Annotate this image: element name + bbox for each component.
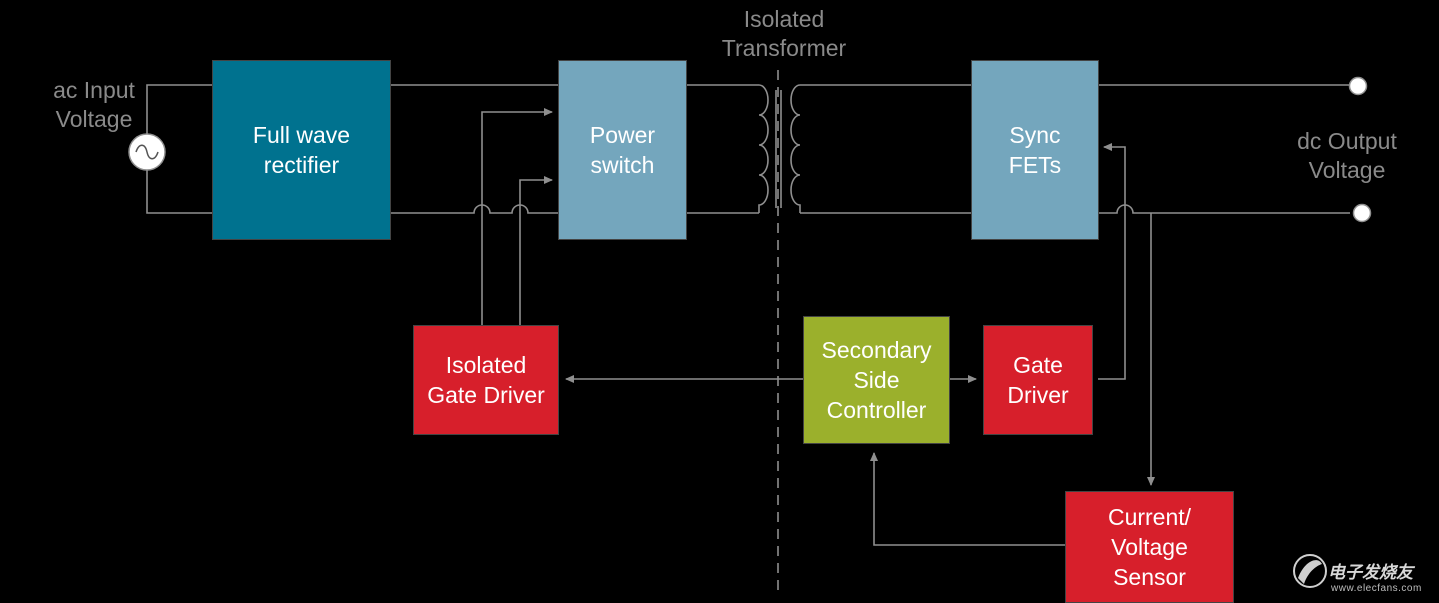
dc-output-label: dc Output Voltage — [1297, 128, 1397, 183]
output-terminal-top — [1348, 76, 1368, 96]
ac-input-wire-bottom — [146, 169, 212, 214]
output-wire-bottom — [1098, 204, 1350, 214]
watermark-logo-icon — [1293, 554, 1327, 588]
gate-driver-to-fets — [1098, 143, 1126, 380]
secondary-side-controller-block: Secondary Side Controller — [803, 316, 950, 444]
transformer-label: Isolated Transformer — [721, 6, 847, 61]
ac-input-label: ac Input Voltage — [53, 77, 135, 132]
ac-sine-icon — [135, 144, 159, 160]
gate-driver-block: Gate Driver — [983, 325, 1093, 435]
gate-drive-line-1 — [481, 108, 553, 325]
power-switch-block: Power switch — [558, 60, 687, 240]
sync-fets-block: Sync FETs — [971, 60, 1099, 240]
current-voltage-sensor-block: Current/ Voltage Sensor — [1065, 491, 1234, 603]
output-terminal-bottom — [1352, 203, 1372, 223]
watermark-logo-mark — [1298, 560, 1322, 584]
primary-winding — [758, 84, 769, 213]
gate-drive-line-2 — [519, 176, 553, 325]
isolated-gate-driver-block: Isolated Gate Driver — [413, 325, 559, 435]
watermark-site: www.elecfans.com — [1331, 583, 1422, 594]
rectifier-to-switch-bottom — [390, 204, 558, 214]
full-wave-rectifier-block: Full wave rectifier — [212, 60, 391, 240]
watermark-brand: 电子发烧友 — [1328, 563, 1413, 582]
secondary-winding — [790, 84, 801, 213]
sensor-feedback-line — [870, 452, 1065, 546]
ac-input-wire-top — [146, 84, 212, 134]
